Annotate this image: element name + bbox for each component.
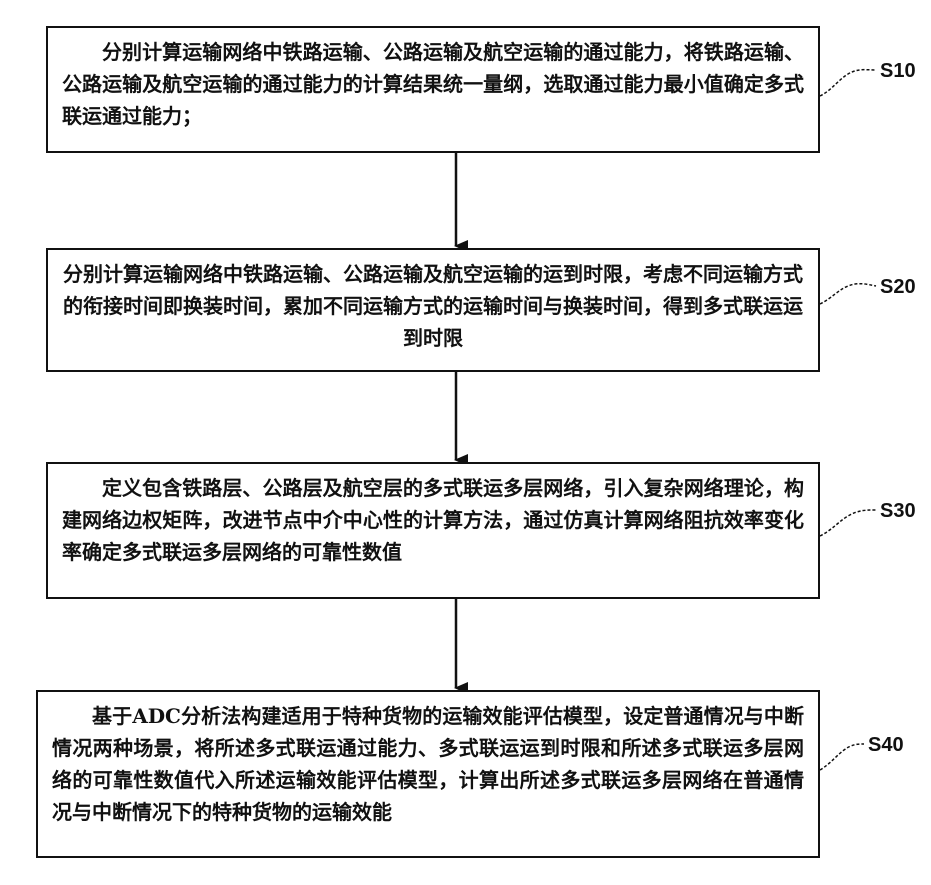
step-box-s30: 定义包含铁路层、公路层及航空层的多式联运多层网络，引入复杂网络理论，构建网络边权… <box>46 462 820 599</box>
step-box-s40: 基于ADC分析法构建适用于特种货物的运输效能评估模型，设定普通情况与中断情况两种… <box>36 690 820 858</box>
step-text-s40: 基于ADC分析法构建适用于特种货物的运输效能评估模型，设定普通情况与中断情况两种… <box>52 700 804 828</box>
step-label-s40: S40 <box>868 734 904 757</box>
leader-s40 <box>820 744 864 770</box>
leader-s30 <box>820 510 876 536</box>
step-text-s20: 分别计算运输网络中铁路运输、公路运输及航空运输的运到时限，考虑不同运输方式的衔接… <box>62 258 804 354</box>
leader-s10 <box>820 70 876 96</box>
step-text-s10: 分别计算运输网络中铁路运输、公路运输及航空运输的通过能力，将铁路运输、公路运输及… <box>62 36 804 132</box>
step-label-s30: S30 <box>880 500 916 523</box>
step-label-s20: S20 <box>880 276 916 299</box>
step-box-s10: 分别计算运输网络中铁路运输、公路运输及航空运输的通过能力，将铁路运输、公路运输及… <box>46 26 820 153</box>
step-box-s20: 分别计算运输网络中铁路运输、公路运输及航空运输的运到时限，考虑不同运输方式的衔接… <box>46 248 820 372</box>
step-text-s30: 定义包含铁路层、公路层及航空层的多式联运多层网络，引入复杂网络理论，构建网络边权… <box>62 472 804 568</box>
leader-s20 <box>820 284 876 304</box>
step-label-s10: S10 <box>880 60 916 83</box>
